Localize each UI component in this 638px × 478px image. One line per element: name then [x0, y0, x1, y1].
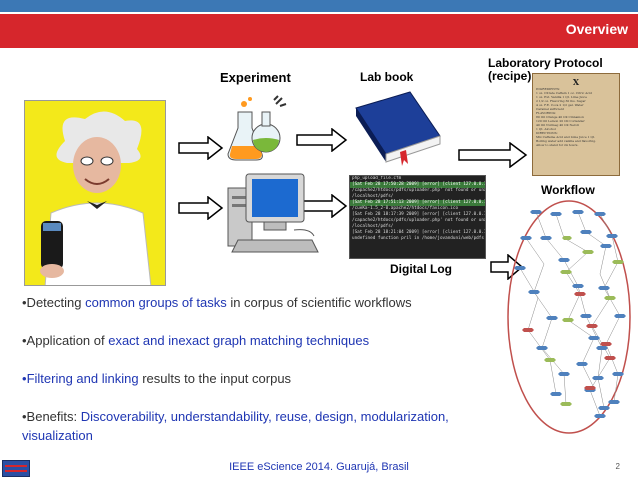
bullet-prefix: •: [22, 371, 27, 386]
bullet-prefix: •Benefits:: [22, 409, 81, 424]
terminal-line: /capache2/htdocs/pdfs/uploader.php' not …: [352, 218, 486, 223]
bullet-highlight: Discoverability, understandability, reus…: [80, 409, 449, 424]
recipe-card: X INGREDIENTS: 1 oz. Citrate Caffein 1 o…: [532, 73, 620, 176]
recipe-line: Caramel sufficient: [536, 107, 564, 111]
recipe-mark: X: [572, 77, 580, 87]
scientist-photo: [24, 100, 166, 286]
institution-logo: [2, 460, 30, 477]
recipe-line: Mix Caffeine Acid and Lime Juice 1 Qt.: [536, 135, 596, 139]
footer-text: IEEE eScience 2014. Guarujá, Brasil: [229, 461, 409, 473]
bullet-highlight: visualization: [22, 428, 93, 443]
computer-icon: [227, 173, 319, 253]
terminal-line: /localhost/pdfs/: [352, 224, 394, 229]
title-bar: [0, 14, 638, 48]
arrow-to-lab-book-icon: [296, 128, 348, 152]
arrow-to-computer-icon: [178, 196, 224, 220]
recipe-line: 2 1/2 oz. Flavoring 30 lbs. Sugar: [536, 99, 586, 103]
slide-title: Overview: [565, 21, 628, 37]
terminal-line: undefined function pril in /home/jovandu…: [352, 236, 484, 241]
recipe-line: 80 Oil Orange 40 Oil Cinnamon: [536, 115, 584, 119]
recipe-line: DIRECTIONS:: [536, 131, 558, 135]
bullet-filtering: •Filtering and linking results to the in…: [22, 371, 291, 386]
bullet-highlight: common groups of tasks: [85, 295, 227, 310]
workflow-ellipse: [507, 200, 631, 434]
recipe-line: 1 oz. Ext. Vanilla 1 Qt. Lime Juice: [536, 95, 587, 99]
bullet-detecting: •Detecting common groups of tasks in cor…: [22, 295, 412, 310]
recipe-line: FLAVORING:: [536, 111, 557, 115]
arrow-to-protocol-icon: [458, 142, 528, 168]
terminal-line: php_upload_file.cfm: [352, 176, 402, 181]
bullet-suffix: results to the input corpus: [138, 371, 292, 386]
arrow-to-experiment-icon: [178, 136, 224, 160]
bullet-highlight: Filtering and linking: [26, 371, 139, 386]
digital-log-terminal: php_upload_file.cfm [Sat Feb 28 17:50:28…: [349, 175, 486, 259]
recipe-line: 40 Oil Nutmeg 40 Oil Neroli: [536, 123, 580, 127]
recipe-line: 120 Oil Lemon 20 Oil Coriander: [536, 119, 585, 123]
digital-log-label: Digital Log: [390, 262, 452, 276]
recipe-line: Boiling water add vanilla and flavoring.: [536, 139, 597, 143]
bullet-prefix: •Detecting: [22, 295, 86, 310]
recipe-line: INGREDIENTS:: [536, 87, 561, 91]
experiment-label: Experiment: [220, 70, 291, 85]
bullet-application: •Application of exact and inexact graph …: [22, 333, 369, 348]
lab-book-icon: [355, 91, 441, 166]
protocol-label-line1: Laboratory Protocol: [488, 56, 603, 70]
terminal-line: /localhost/pdfs/: [352, 194, 394, 199]
bullet-suffix: in corpus of scientific workflows: [226, 295, 412, 310]
recipe-line: 1 oz. Citrate Caffein 1 oz. Citric Acid: [536, 91, 592, 95]
recipe-line: 1 Qt. Alcohol: [536, 127, 556, 131]
bullet-benefits-cont: visualization: [22, 428, 93, 443]
workflow-label: Workflow: [541, 183, 595, 197]
workflow-graph: [507, 200, 631, 434]
chemistry-flasks-icon: [227, 95, 287, 161]
terminal-line: /capache2/htdocs/pdfs/uploader.php' not …: [352, 188, 486, 193]
lab-book-label: Lab book: [360, 70, 414, 84]
terminal-line: [Sat Feb 28 17:51:13 2009] [error] [clie…: [350, 200, 486, 206]
terminal-line: [Sat Feb 28 17:50:28 2009] [error] [clie…: [350, 182, 486, 188]
recipe-line: 4 oz. F.E. Coca 2 1/2 gal. Water: [536, 103, 584, 107]
arrow-to-workflow-icon: [490, 254, 524, 280]
page-number: 2: [615, 462, 620, 471]
bullet-benefits: •Benefits: Discoverability, understandab…: [22, 409, 449, 424]
protocol-label-line2: (recipe): [488, 69, 532, 83]
terminal-line: [Sat Feb 28 18:21:04 2009] [error] [clie…: [352, 230, 486, 235]
recipe-line: Allow to stand for 24 hours.: [536, 143, 579, 147]
bullet-highlight: exact and inexact graph matching techniq…: [108, 333, 370, 348]
top-stripe: [0, 0, 638, 12]
terminal-line: [Sat Feb 28 18:17:39 2009] [error] [clie…: [352, 212, 486, 217]
terminal-line: /cueKa-1.5_2-0.apache2/htdocs/favicon.ic…: [352, 206, 459, 211]
bullet-prefix: •Application of: [22, 333, 109, 348]
